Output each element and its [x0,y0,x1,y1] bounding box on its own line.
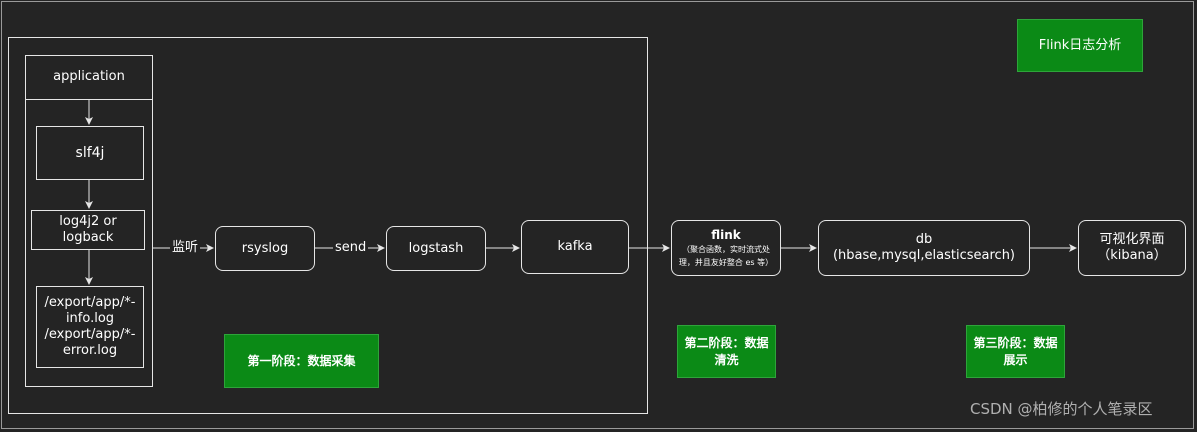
log4j2-text: log4j2 or logback [59,214,117,245]
kafka-node: kafka [521,220,629,274]
application-frame [25,55,153,387]
visualization-line-1: 可视化界面 [1099,232,1165,247]
rsyslog-node: rsyslog [215,226,315,271]
visualization-node: 可视化界面 （kibana） [1078,220,1186,276]
logstash-text: logstash [408,240,464,256]
application-label: application [25,55,153,99]
stage-1-label: 第一阶段：数据采集 [224,334,379,388]
stage-2-label: 第二阶段：数据 清洗 [677,325,776,378]
kafka-text: kafka [557,239,593,254]
logstash-node: logstash [386,226,486,271]
log-files-node: /export/app/*- info.log /export/app/*- e… [36,286,144,368]
stage-3-line-1: 第三阶段：数据 [973,335,1058,350]
db-line-1: db [915,232,933,247]
application-text: application [53,69,125,84]
log-files-line-2: info.log [65,311,115,326]
legend-flink-log-analysis: Flink日志分析 [1017,19,1143,72]
db-node: db (hbase,mysql,elasticsearch) [818,220,1030,276]
stage-3-label: 第三阶段：数据 展示 [966,325,1065,378]
log4j2-node: log4j2 or logback [31,210,145,250]
watermark-text: CSDN @柏修的个人笔录区 [970,400,1153,418]
collection-stage-frame [8,37,648,414]
db-line-2: (hbase,mysql,elasticsearch) [832,248,1016,263]
log-files-line-3: /export/app/*- [44,327,136,342]
monitor-edge-label: 监听 [170,240,201,256]
flink-subtitle: （聚合函数，实时流式处理，并且友好整合 es 等） [678,245,774,267]
visualization-line-2: （kibana） [1097,248,1167,263]
stage-3-line-2: 展示 [1003,352,1028,367]
slf4j-node: slf4j [36,126,144,180]
slf4j-text: slf4j [75,145,105,161]
flink-title: flink [711,228,741,242]
stage-1-text: 第一阶段：数据采集 [247,353,356,368]
stage-2-line-2: 清洗 [714,352,739,367]
stage-2-line-1: 第二阶段：数据 [684,335,769,350]
log-files-line-4: error.log [62,343,118,358]
log-files-line-1: /export/app/*- [44,295,136,310]
send-edge-label: send [333,240,369,256]
flink-node: flink （聚合函数，实时流式处理，并且友好整合 es 等） [671,220,781,276]
rsyslog-text: rsyslog [241,240,289,256]
legend-text: Flink日志分析 [1038,38,1122,53]
